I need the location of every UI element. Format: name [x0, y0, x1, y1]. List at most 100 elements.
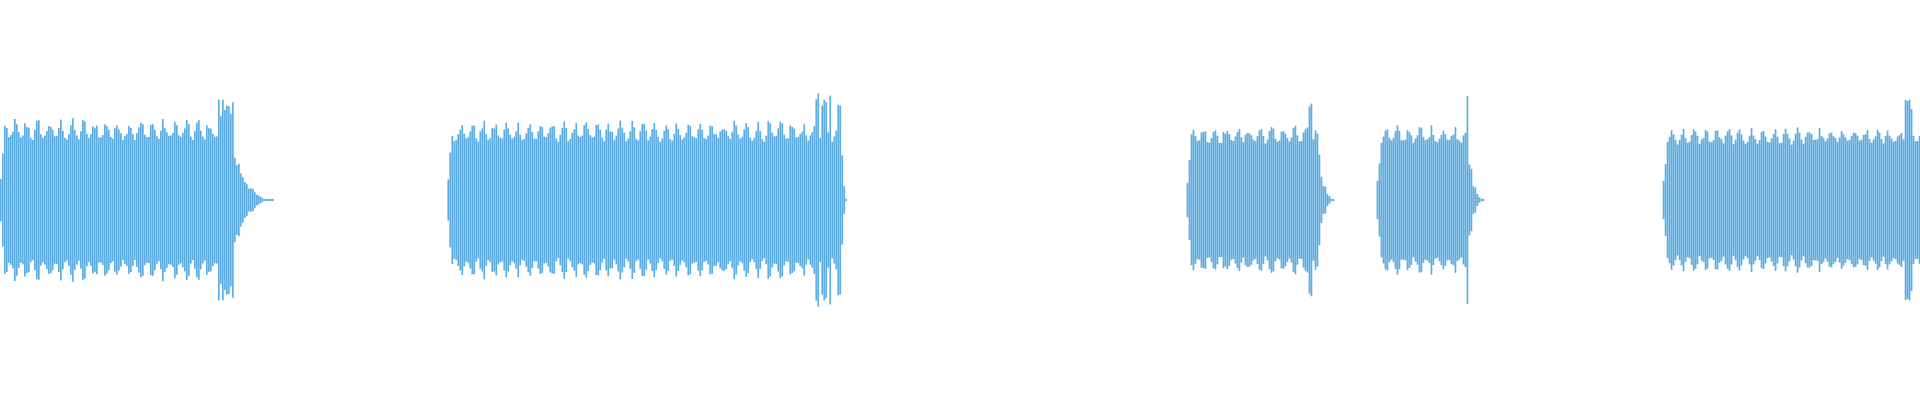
waveform-sample-bar	[471, 125, 474, 275]
waveform-sample-bar	[591, 137, 594, 263]
waveform-sample-bar	[144, 134, 146, 266]
waveform-sample-bar	[1380, 142, 1383, 258]
waveform-sample-bar	[1666, 141, 1669, 259]
waveform-sample-bar	[1188, 159, 1191, 241]
waveform-sample-bar	[823, 99, 826, 301]
waveform-sample-bar	[1418, 127, 1421, 273]
waveform-sample-bar	[765, 135, 768, 265]
waveform-sample-bar	[503, 129, 506, 271]
waveform-sample-bar	[1462, 135, 1465, 265]
waveform-sample-bar	[467, 137, 470, 263]
waveform-sample-bar	[1876, 130, 1879, 270]
waveform-sample-bar	[230, 113, 232, 287]
waveform-sample-bar	[1880, 139, 1883, 261]
waveform-sample-bar	[639, 131, 642, 269]
waveform-sample-bar	[781, 123, 784, 277]
waveform-sample-bar	[723, 129, 726, 271]
waveform-sample-bar	[1844, 137, 1847, 263]
waveform-sample-bar	[589, 135, 592, 265]
waveform-sample-bar	[94, 127, 96, 273]
waveform-sample-bar	[1664, 164, 1667, 236]
waveform-sample-bar	[1874, 136, 1877, 264]
waveform-sample-bar	[845, 198, 848, 202]
waveform-sample-bar	[743, 129, 746, 271]
waveform-sample-bar	[1448, 139, 1451, 261]
waveform-sample-bar	[801, 131, 804, 269]
waveform-sample-bar	[493, 128, 496, 272]
waveform-sample-bar	[809, 135, 812, 265]
waveform-sample-bar	[581, 135, 584, 265]
waveform-sample-bar	[1270, 127, 1273, 273]
waveform-sample-bar	[519, 134, 522, 266]
waveform-sample-bar	[1812, 140, 1815, 261]
waveform-sample-bar	[86, 133, 88, 267]
waveform-sample-bar	[601, 137, 604, 263]
waveform-sample-bar	[1910, 109, 1913, 291]
waveform-sample-bar	[1882, 143, 1885, 257]
waveform-sample-bar	[1404, 139, 1407, 261]
waveform-sample-bar	[533, 138, 536, 262]
waveform-sample-bar	[104, 124, 106, 276]
waveform-sample-bar	[1896, 136, 1899, 264]
waveform-sample-bar	[777, 128, 780, 272]
waveform-sample-bar	[12, 131, 14, 269]
waveform-sample-bar	[611, 131, 614, 269]
waveform-sample-bar	[751, 140, 754, 260]
waveform-sample-bar	[717, 137, 720, 263]
waveform-sample-bar	[1292, 127, 1295, 273]
waveform-sample-bar	[8, 137, 10, 263]
waveform-sample-bar	[1868, 138, 1871, 261]
waveform-sample-bar	[1892, 141, 1895, 259]
waveform-sample-bar	[76, 135, 78, 265]
waveform-sample-bar	[693, 137, 696, 263]
waveform-sample-bar	[250, 188, 252, 212]
waveform-sample-bar	[52, 130, 54, 270]
waveform-sample-bar	[1842, 134, 1845, 266]
waveform-sample-bar	[837, 104, 840, 296]
waveform-sample-bar	[579, 136, 582, 264]
waveform-sample-bar	[118, 129, 120, 271]
waveform-sample-bar	[1878, 132, 1881, 268]
waveform-sample-bar	[222, 99, 224, 301]
waveform-sample-bar	[609, 131, 612, 269]
waveform-sample-bar	[180, 136, 182, 264]
waveform-sample-bar	[825, 102, 828, 298]
waveform-sample-bar	[108, 129, 110, 271]
waveform-sample-bar	[485, 134, 488, 266]
waveform-sample-bar	[805, 135, 808, 265]
waveform-sample-bar	[1668, 136, 1671, 264]
waveform-sample-bar	[58, 128, 60, 272]
waveform-sample-bar	[1774, 129, 1777, 271]
waveform-sample-bar	[683, 137, 686, 263]
waveform-sample-bar	[1390, 140, 1393, 260]
waveform-sample-bar	[1688, 141, 1691, 259]
waveform-sample-bar	[1280, 131, 1283, 269]
waveform-sample-bar	[791, 126, 794, 274]
waveform-sample-bar	[797, 137, 800, 263]
waveform-sample-bar	[813, 126, 816, 274]
waveform-sample-bar	[1422, 136, 1425, 263]
waveform-sample-bar	[26, 126, 28, 274]
waveform-sample-bar	[1444, 134, 1447, 266]
waveform-sample-bar	[1738, 129, 1741, 271]
waveform-sample-bar	[739, 138, 742, 262]
waveform-sample-bar	[1836, 141, 1839, 258]
waveform-sample-bar	[481, 128, 484, 272]
waveform-sample-bar	[1782, 134, 1785, 266]
waveform-sample-bar	[1678, 139, 1681, 261]
waveform-sample-bar	[719, 131, 722, 269]
waveform-sample-bar	[184, 128, 186, 272]
waveform-sample-bar	[477, 141, 480, 259]
waveform-sample-bar	[1682, 128, 1685, 272]
waveform-sample-bar	[1248, 133, 1251, 267]
waveform-sample-bar	[709, 125, 712, 275]
waveform-sample-bar	[1748, 135, 1751, 265]
waveform-sample-bar	[527, 127, 530, 273]
waveform-sample-bar	[1742, 140, 1745, 260]
waveform-sample-bar	[148, 136, 150, 264]
waveform-sample-bar	[785, 138, 788, 262]
waveform-sample-bar	[0, 178, 2, 222]
waveform-sample-bar	[1886, 130, 1889, 270]
waveform-sample-bar	[735, 125, 738, 275]
